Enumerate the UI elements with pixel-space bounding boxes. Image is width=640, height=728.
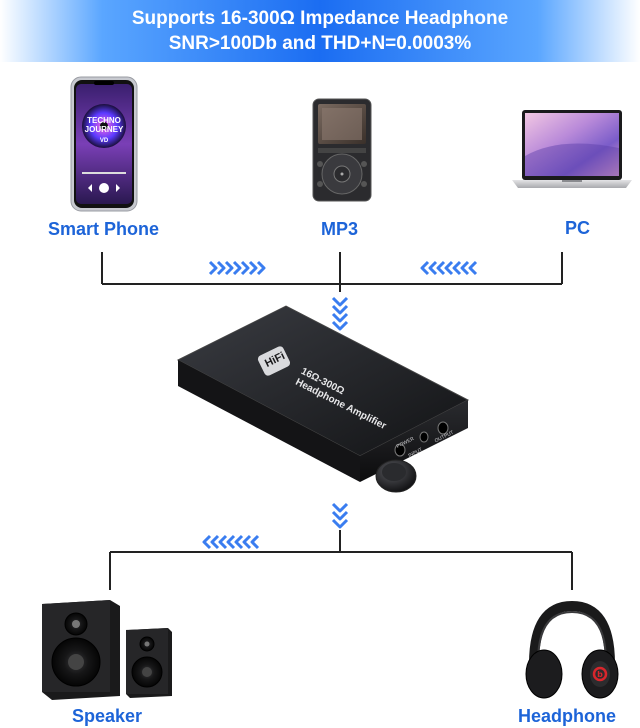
mp3-label: MP3	[321, 219, 359, 239]
chevron-down-icon	[331, 296, 349, 331]
chevron-left-icon	[202, 534, 260, 550]
banner-line-1: Supports 16-300Ω Impedance Headphone	[131, 8, 509, 29]
mp3-player-icon	[312, 98, 372, 202]
header-banner: Supports 16-300Ω Impedance Headphone SNR…	[0, 0, 640, 62]
speaker-label: Speaker	[72, 706, 143, 726]
chevron-down-icon	[331, 502, 349, 529]
speaker-icon	[40, 596, 174, 700]
smartphone-icon: TECHNO JOURNEY VD	[70, 76, 138, 212]
phone-screen-text: TECHNO JOURNEY	[84, 116, 124, 134]
chevron-left-icon	[420, 260, 478, 276]
laptop-icon	[510, 108, 634, 192]
phone-screen-subtext: VD	[99, 138, 109, 144]
chevron-right-icon	[208, 260, 266, 276]
headphone-label: Headphone	[518, 706, 617, 726]
svg-text:b: b	[597, 670, 603, 679]
amplifier-icon: HiFi 16Ω-300Ω Headphone Amplifier POWER …	[168, 300, 478, 510]
banner-line-2: SNR>100Db and THD+N=0.0003%	[168, 33, 472, 54]
headphone-icon: b	[520, 598, 624, 702]
smart-phone-label: Smart Phone	[48, 219, 160, 239]
pc-label: PC	[565, 218, 591, 238]
